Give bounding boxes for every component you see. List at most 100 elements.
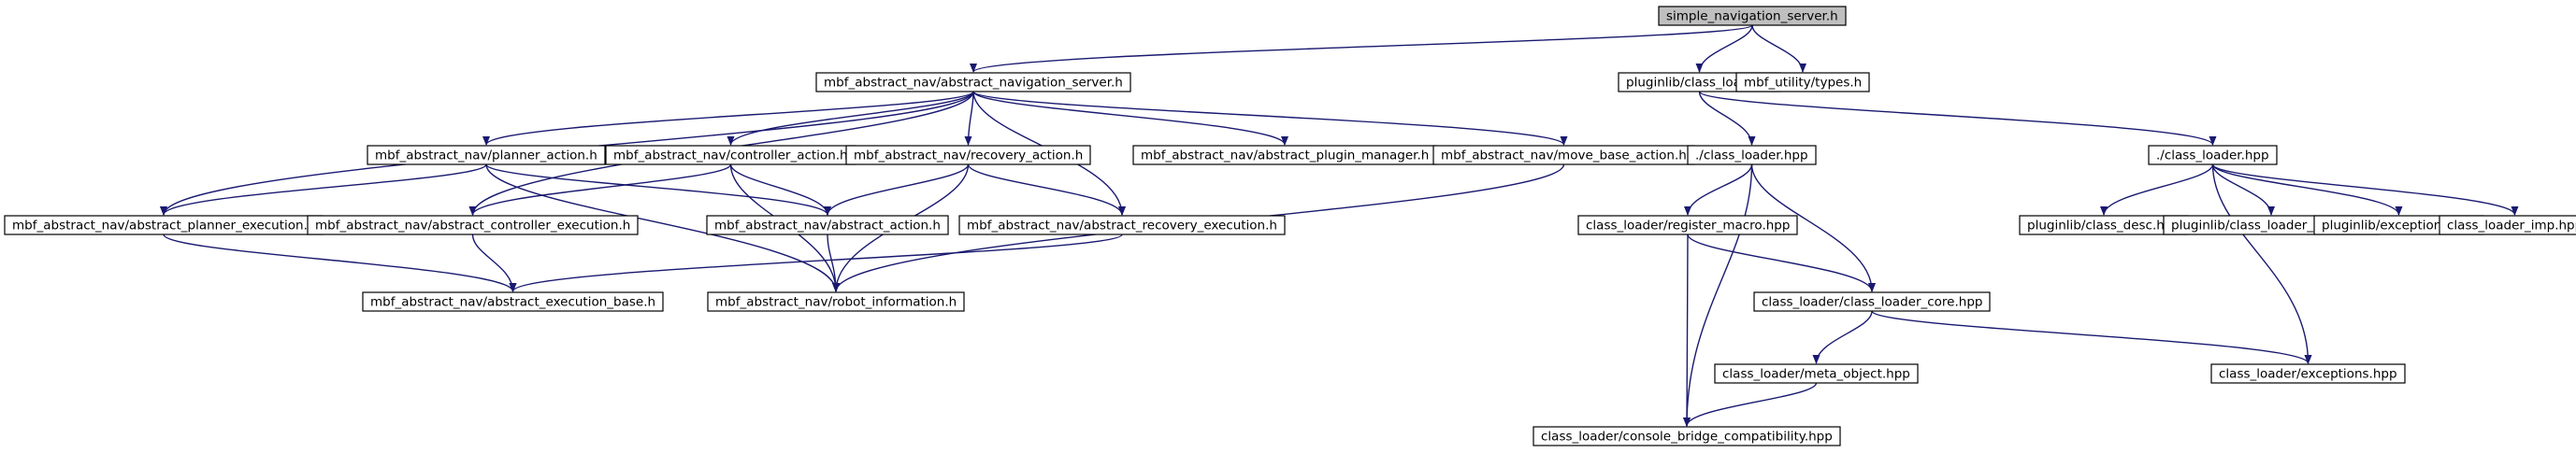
node-label: simple_navigation_server.h: [1666, 9, 1838, 24]
edges-layer: [160, 24, 2519, 427]
edge-arrow: [827, 234, 840, 292]
node[interactable]: mbf_abstract_nav/recovery_action.h: [845, 145, 1091, 165]
node-label: mbf_abstract_nav/controller_action.h: [613, 149, 848, 163]
dependency-edge: [970, 24, 1753, 73]
node-box: [362, 291, 664, 312]
node-label: mbf_abstract_nav/planner_action.h: [375, 149, 597, 163]
node[interactable]: class_loader/register_macro.hpp: [1577, 215, 1798, 235]
node[interactable]: mbf_abstract_nav/controller_action.h: [605, 145, 856, 165]
node[interactable]: class_loader_imp.hpp: [2439, 215, 2576, 235]
node-label: mbf_abstract_nav/robot_information.h: [715, 295, 957, 310]
dependency-edge: [972, 91, 1568, 146]
dependency-edge: [824, 163, 970, 216]
dependency-edge: [729, 163, 831, 216]
node-label: mbf_abstract_nav/abstract_planner_execut…: [12, 219, 315, 234]
node-box: [958, 215, 1286, 235]
edge-arrow: [1871, 310, 2312, 364]
nodes-layer: simple_navigation_server.h mbf_abstract_n…: [4, 6, 2576, 446]
dependency-edge: [482, 91, 974, 146]
node-label: mbf_abstract_nav/abstract_recovery_execu…: [967, 219, 1277, 234]
node[interactable]: mbf_abstract_nav/abstract_action.h: [706, 215, 949, 235]
dependency-edge: [972, 91, 1288, 146]
node-box: [367, 145, 606, 165]
edge-arrow: [485, 163, 831, 216]
edge-arrow: [972, 91, 1288, 146]
edge-arrow: [964, 91, 974, 146]
dependency-edge: [509, 234, 1123, 292]
dependency-edge: [2211, 163, 2275, 216]
edge-arrow: [1812, 310, 1873, 364]
edge-arrow: [2211, 163, 2519, 216]
dependency-edge: [163, 234, 517, 292]
edge-arrow: [967, 163, 1126, 216]
dependency-edge: [2211, 163, 2312, 364]
dependency-edge: [1698, 91, 1756, 146]
node-box: [1533, 426, 1841, 446]
node-box: [1658, 6, 1847, 26]
edge-arrow: [1684, 163, 1753, 216]
edge-arrow: [824, 163, 970, 216]
node-box: [2210, 363, 2406, 384]
node-label: mbf_abstract_nav/recovery_action.h: [854, 149, 1083, 163]
node-label: mbf_abstract_nav/move_base_action.h: [1441, 149, 1687, 163]
node[interactable]: mbf_abstract_nav/move_base_action.h: [1432, 145, 1695, 165]
node[interactable]: mbf_abstract_nav/planner_action.h: [367, 145, 606, 165]
node-label: class_loader/meta_object.hpp: [1722, 367, 1910, 382]
edge-arrow: [1695, 24, 1753, 73]
dependency-edge: [471, 234, 517, 292]
node-label: mbf_abstract_nav/abstract_controller_exe…: [315, 219, 630, 234]
node-label: class_loader_imp.hpp: [2447, 219, 2576, 234]
dependency-edge: [2211, 163, 2403, 216]
edge-arrow: [509, 234, 1123, 292]
edge-arrow: [2211, 163, 2403, 216]
node[interactable]: class_loader/console_bridge_compatibilit…: [1533, 426, 1841, 446]
node[interactable]: mbf_abstract_nav/abstract_recovery_execu…: [958, 215, 1286, 235]
edge-arrow: [1687, 234, 1876, 292]
node[interactable]: ./class_loader.hpp: [2148, 145, 2278, 165]
edge-arrow: [1751, 24, 1806, 73]
node[interactable]: mbf_abstract_nav/abstract_navigation_ser…: [815, 72, 1131, 92]
node[interactable]: mbf_abstract_nav/abstract_planner_execut…: [4, 215, 324, 235]
node-box: [815, 72, 1131, 92]
node[interactable]: mbf_abstract_nav/abstract_execution_base…: [362, 291, 664, 312]
node[interactable]: pluginlib/class_desc.hpp: [2019, 215, 2189, 235]
edge-arrow: [1698, 91, 2217, 146]
dependency-edge: [1695, 24, 1753, 73]
node-box: [1577, 215, 1798, 235]
node[interactable]: mbf_abstract_nav/robot_information.h: [707, 291, 965, 312]
node[interactable]: mbf_abstract_nav/abstract_plugin_manager…: [1132, 145, 1437, 165]
edge-arrow: [2211, 163, 2312, 364]
node-label: ./class_loader.hpp: [1695, 149, 1808, 163]
edge-arrow: [1683, 382, 1818, 427]
node[interactable]: mbf_abstract_nav/abstract_controller_exe…: [307, 215, 639, 235]
edge-arrow: [1683, 234, 1691, 427]
node-box: [1687, 145, 1817, 165]
node-box: [706, 215, 949, 235]
node-label: class_loader/register_macro.hpp: [1586, 219, 1790, 234]
node[interactable]: class_loader/class_loader_core.hpp: [1753, 291, 1991, 312]
dependency-edge: [1698, 91, 2217, 146]
dependency-edge: [1871, 310, 2312, 364]
node[interactable]: class_loader/exceptions.hpp: [2210, 363, 2406, 384]
edge-arrow: [2211, 163, 2275, 216]
edge-arrow: [1698, 91, 1756, 146]
node-box: [2148, 145, 2278, 165]
node[interactable]: mbf_utility/types.h: [1735, 72, 1870, 92]
node-label: mbf_utility/types.h: [1744, 76, 1862, 91]
node-label: class_loader/console_bridge_compatibilit…: [1541, 430, 1833, 445]
node-label: pluginlib/exceptions.hpp: [2322, 219, 2476, 234]
node-box: [2439, 215, 2576, 235]
root-node: simple_navigation_server.h: [1658, 6, 1847, 26]
dependency-edge: [827, 234, 840, 292]
node-box: [307, 215, 639, 235]
edge-arrow: [485, 163, 840, 292]
node[interactable]: class_loader/meta_object.hpp: [1714, 363, 1919, 384]
node[interactable]: ./class_loader.hpp: [1687, 145, 1817, 165]
edge-arrow: [970, 24, 1753, 73]
node-label: class_loader/exceptions.hpp: [2219, 367, 2397, 382]
dependency-edge: [2211, 163, 2519, 216]
dependency-edge: [485, 163, 840, 292]
node-label: mbf_abstract_nav/abstract_navigation_ser…: [824, 76, 1123, 91]
edge-arrow: [972, 91, 1568, 146]
node-label: class_loader/class_loader_core.hpp: [1762, 295, 1982, 310]
